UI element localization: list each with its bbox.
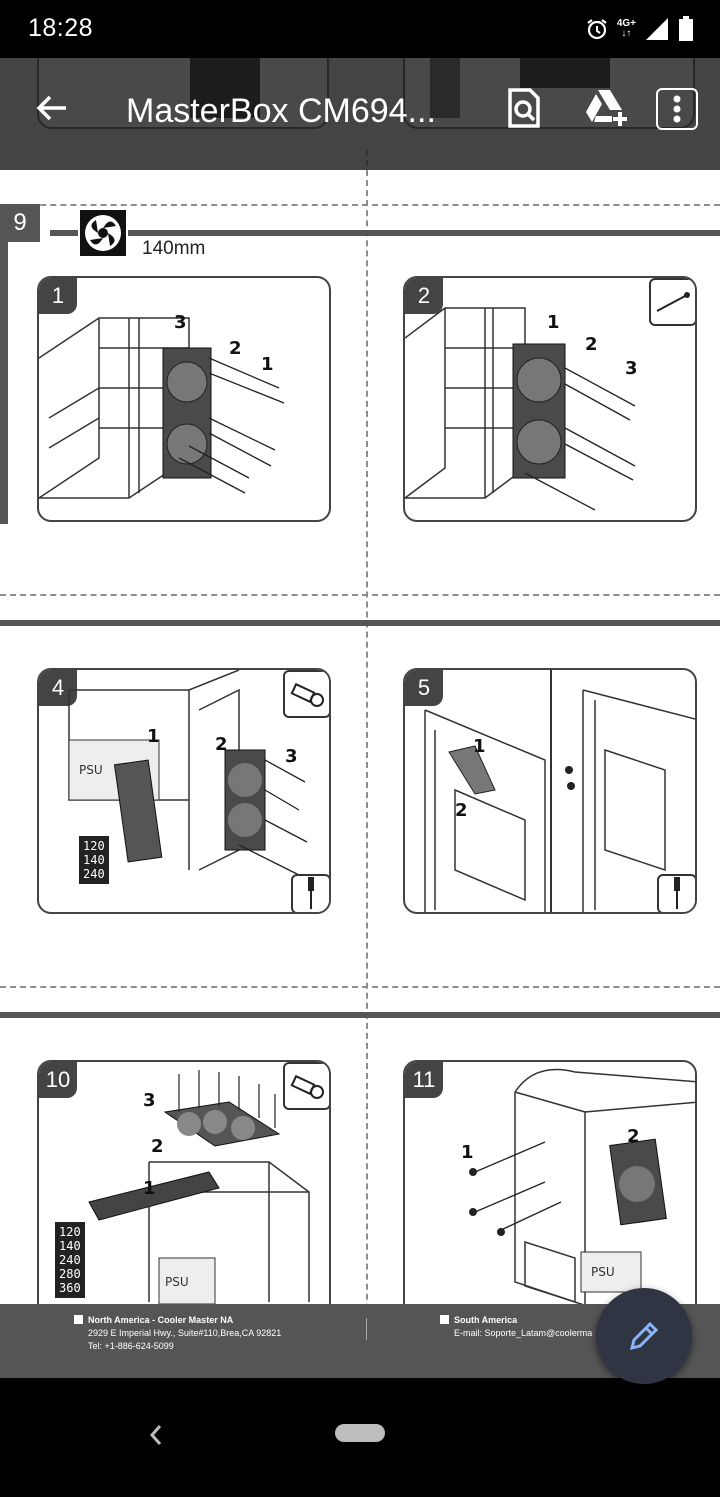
screwdriver-icon — [674, 877, 680, 909]
case-illustration: 1 2 3 — [405, 307, 638, 511]
home-pill-button[interactable] — [335, 1424, 385, 1442]
callout-label: 2 — [585, 334, 598, 355]
step-number: 10 — [39, 1062, 77, 1098]
screw-tool-box — [649, 278, 695, 326]
section-divider — [0, 1012, 720, 1018]
more-vert-icon — [673, 95, 681, 123]
instruction-panel-10: 10 PSU 3 2 1 — [37, 1060, 331, 1320]
section-top-border — [0, 204, 720, 206]
callout-label: 1 — [473, 736, 486, 757]
callout-label: 2 — [627, 1126, 640, 1147]
document-page[interactable]: 9 140mm 1 — [0, 58, 720, 1378]
drive-add-icon — [586, 90, 627, 126]
case-illustration: 1 2 — [424, 670, 695, 912]
screw-tool-box — [283, 670, 329, 718]
chevron-left-icon — [149, 1425, 162, 1445]
callout-label: 2 — [229, 338, 242, 359]
app-bar: MasterBox CM694... — [0, 58, 720, 170]
column-divider — [366, 150, 368, 1378]
footer-email: E-mail: Soporte_Latam@coolerma — [454, 1328, 593, 1338]
screwdriver-tool-box — [657, 874, 695, 912]
system-navigation-bar — [0, 1378, 720, 1497]
case-illustration: PSU 1 2 — [461, 1068, 695, 1313]
callout-label: 2 — [215, 734, 228, 755]
thumbscrew-icon — [290, 1074, 324, 1099]
pencil-icon — [629, 1321, 659, 1351]
callout-label: 1 — [461, 1142, 474, 1163]
footer-title: South America — [454, 1315, 518, 1325]
step-number: 1 — [39, 278, 77, 314]
footer-address: 2929 E Imperial Hwy., Suite#110,Brea,CA … — [88, 1328, 282, 1338]
system-back-button[interactable] — [144, 1420, 168, 1450]
section-number: 9 — [0, 204, 40, 242]
battery-icon — [679, 16, 693, 41]
signal-icon — [646, 18, 668, 40]
step-number: 4 — [39, 670, 77, 706]
footer-divider — [366, 1318, 367, 1340]
status-icons: 4G+↓↑ — [585, 14, 694, 44]
case-illustration: PSU 1 2 3 — [68, 670, 308, 876]
back-button[interactable] — [32, 88, 72, 128]
thumbscrew-icon — [290, 682, 324, 707]
callout-label: 3 — [143, 1090, 156, 1111]
network-type: 4G+↓↑ — [616, 18, 636, 39]
status-bar: 18:28 4G+↓↑ — [0, 0, 720, 58]
instruction-panel-1: 1 3 2 1 — [37, 276, 331, 522]
divider — [50, 230, 78, 236]
step-number: 5 — [405, 670, 443, 706]
instruction-panel-2: 2 1 2 3 — [403, 276, 697, 522]
fan-icon — [80, 210, 126, 256]
callout-label: 1 — [143, 1178, 156, 1199]
edit-fab-button[interactable] — [596, 1288, 692, 1384]
screwdriver-tool-box — [291, 874, 329, 912]
divider — [128, 230, 720, 236]
section-divider — [0, 620, 720, 626]
section-divider — [0, 986, 720, 988]
fan-size-label: 140mm — [142, 238, 206, 259]
callout-label: 2 — [455, 800, 468, 821]
step-number: 2 — [405, 278, 443, 314]
find-in-document-button[interactable] — [502, 86, 546, 130]
screw-tool-box — [283, 1062, 329, 1110]
callout-label: 1 — [147, 726, 160, 747]
alarm-icon — [587, 19, 607, 40]
document-search-icon — [508, 88, 540, 128]
case-illustration: 3 2 1 — [39, 312, 285, 499]
psu-label: PSU — [591, 1265, 615, 1279]
callout-label: 1 — [547, 312, 560, 333]
status-time: 18:28 — [28, 14, 94, 42]
more-options-button[interactable] — [656, 88, 698, 130]
instruction-panel-4: 4 PSU 1 2 3 — [37, 668, 331, 914]
section-divider — [0, 594, 720, 596]
document-title: MasterBox CM694... — [126, 92, 436, 130]
section-marker-line — [0, 204, 8, 524]
footer-south-america: South America E-mail: Soporte_Latam@cool… — [440, 1314, 592, 1340]
psu-label: PSU — [165, 1275, 189, 1289]
radiator-size-list: 120 140 240 — [79, 836, 109, 884]
callout-label: 1 — [261, 354, 274, 375]
case-illustration: PSU 3 2 1 — [88, 1070, 310, 1305]
footer-north-america: North America - Cooler Master NA 2929 E … — [74, 1314, 281, 1353]
psu-label: PSU — [79, 763, 103, 777]
step-number: 11 — [405, 1062, 443, 1098]
instruction-panel-5: 5 1 2 — [403, 668, 697, 914]
callout-label: 3 — [174, 312, 187, 333]
add-to-drive-button[interactable] — [584, 86, 628, 130]
callout-label: 3 — [285, 746, 298, 767]
footer-title: North America - Cooler Master NA — [88, 1315, 234, 1325]
radiator-size-list: 120 140 240 280 360 — [55, 1222, 85, 1298]
screwdriver-icon — [308, 877, 314, 909]
long-screw-icon — [656, 292, 690, 312]
footer-phone: Tel: +1-886-624-5099 — [88, 1341, 174, 1351]
arrow-back-icon — [36, 95, 66, 121]
callout-label: 3 — [625, 358, 638, 379]
instruction-panel-11: 11 PSU 1 2 — [403, 1060, 697, 1320]
callout-label: 2 — [151, 1136, 164, 1157]
